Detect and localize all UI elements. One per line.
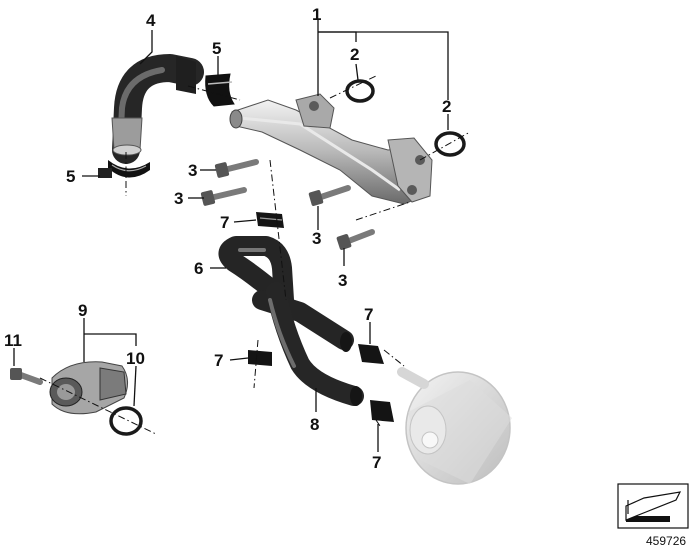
- bolt-2: [200, 187, 247, 206]
- callout-5-lower: 5: [66, 167, 75, 186]
- bolt-4: [336, 229, 375, 250]
- callout-7-right-lower: 7: [372, 453, 381, 472]
- reference-number: 459726: [646, 534, 686, 548]
- callout-1: 1: [312, 5, 321, 24]
- hose-clamp-7-top: [256, 212, 284, 228]
- o-ring-thermostat: [109, 406, 143, 436]
- o-ring-right: [434, 131, 466, 157]
- hose-clamp-upper: [205, 73, 235, 107]
- oil-cooler: [397, 367, 512, 485]
- leader-lines: [13, 20, 449, 452]
- callout-3-bolt-1: 3: [188, 161, 197, 180]
- callout-2-upper: 2: [350, 45, 359, 64]
- callout-8: 8: [310, 415, 319, 434]
- hose-clamp-7-middle: [248, 350, 272, 366]
- hose-clamp-lower: [98, 160, 150, 178]
- bolt-1: [214, 159, 259, 178]
- coolant-hose-elbow: [111, 54, 204, 164]
- callout-3-bolt-2: 3: [174, 189, 183, 208]
- callout-2-right: 2: [442, 97, 451, 116]
- reference-box: 459726: [617, 483, 689, 548]
- coolant-hose-lower: [266, 282, 364, 406]
- callout-11: 11: [4, 331, 22, 350]
- view-direction-icon: [625, 491, 682, 522]
- callout-7-top: 7: [220, 213, 229, 232]
- hose-clamp-7-right-lower: [370, 400, 394, 422]
- thermostat-housing: [49, 361, 128, 415]
- hose-clamp-7-right-upper: [358, 344, 384, 364]
- bolt-3: [308, 185, 351, 206]
- bolt-11: [10, 368, 43, 385]
- callout-10: 10: [126, 349, 145, 368]
- callout-9: 9: [78, 301, 87, 320]
- callout-6: 6: [194, 259, 203, 278]
- assembly-axes: [39, 75, 471, 435]
- callout-5-upper: 5: [212, 39, 221, 58]
- callout-4: 4: [146, 11, 156, 30]
- callout-3-bolt-4: 3: [338, 271, 347, 290]
- callout-labels: 1 2 2 4 5 5 3 3 3 3 7 6 7 7 8 7 9 10 11: [4, 5, 451, 472]
- callout-7-middle: 7: [214, 351, 223, 370]
- callout-3-bolt-3: 3: [312, 229, 321, 248]
- callout-7-right-upper: 7: [364, 305, 373, 324]
- coolant-pipe-manifold: [229, 93, 433, 205]
- o-ring-upper: [345, 79, 375, 103]
